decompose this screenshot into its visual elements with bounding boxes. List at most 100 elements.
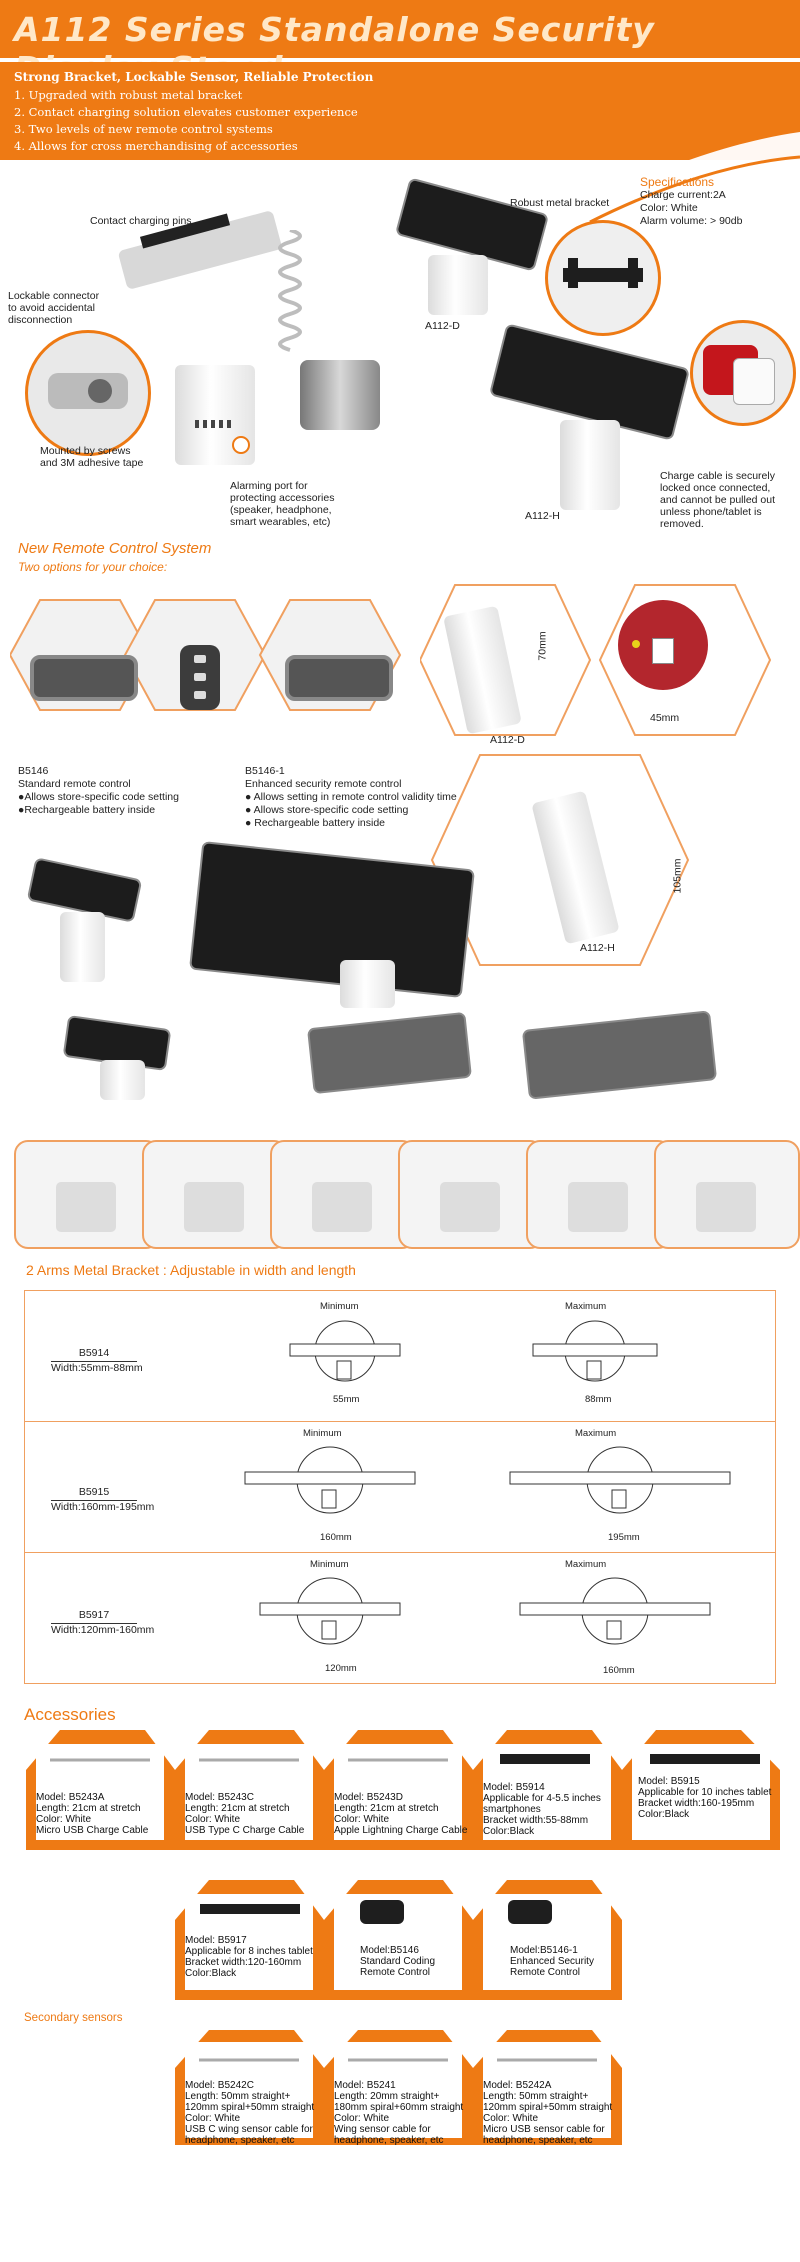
- acc-line: 120mm spiral+50mm straight: [185, 2102, 315, 2113]
- accessory-b5146: Model:B5146 Standard Coding Remote Contr…: [360, 1945, 435, 1978]
- callout-alarming-1: Alarming port for: [230, 480, 308, 492]
- b5146-1-bullet-1: ● Allows setting in remote control valid…: [245, 791, 457, 803]
- acc-line: Model: B5243A: [36, 1792, 105, 1803]
- feature-4: 4. Allows for cross merchandising of acc…: [14, 139, 298, 153]
- acc-line: 180mm spiral+60mm straight: [334, 2102, 464, 2113]
- remote-section-subtitle: Two options for your choice:: [18, 560, 168, 574]
- acc-line: Length: 21cm at stretch: [185, 1803, 290, 1814]
- min-dim: 120mm: [325, 1663, 357, 1674]
- acc-line: Standard Coding: [360, 1956, 436, 1967]
- acc-line: Bracket width:120-160mm: [185, 1957, 302, 1968]
- accessory-b5917: Model: B5917 Applicable for 8 inches tab…: [185, 1935, 313, 1979]
- photo-tablet-2: [306, 1011, 473, 1095]
- b5146-1-info: B5146-1 Enhanced security remote control…: [245, 765, 457, 830]
- acc-line: Color: White: [483, 2113, 539, 2124]
- acc-line: Color: White: [334, 1814, 390, 1825]
- callout-lockable-2: to avoid accidental: [8, 302, 95, 314]
- remote-b5146-image: [30, 655, 138, 701]
- acc-line: Length: 50mm straight+: [483, 2091, 589, 2102]
- acc-line: Length: 20mm straight+: [334, 2091, 440, 2102]
- a112-h-height: 105mm: [671, 858, 684, 894]
- acc-line: Model: B5914: [483, 1782, 545, 1793]
- step-box-4: [398, 1140, 544, 1249]
- acc-line: Model: B5243C: [185, 1792, 254, 1803]
- accessory-b5914: Model: B5914 Applicable for 4-5.5 inches…: [483, 1782, 601, 1837]
- acc-line: Model: B5242C: [185, 2080, 254, 2091]
- photo-tablet-1: [189, 841, 475, 998]
- specifications-panel: Specifications Charge current:2A Color: …: [640, 175, 742, 228]
- max-dim: 195mm: [608, 1532, 640, 1543]
- callout-alarming-3: (speaker, headphone,: [230, 504, 332, 516]
- b5146-bullet-1: ●Allows store-specific code setting: [18, 791, 179, 803]
- callout-alarming-2: protecting accessories: [230, 492, 335, 504]
- b5146-1-code: B5146-1: [245, 765, 285, 777]
- acc-line: Micro USB Charge Cable: [36, 1825, 149, 1836]
- callout-cable-1: Charge cable is securely: [660, 470, 775, 482]
- callout-cable-2: locked once connected,: [660, 482, 771, 494]
- remote-section-title: New Remote Control System: [18, 540, 212, 557]
- label-a112-h: A112-H: [525, 510, 560, 522]
- brackets-title: 2 Arms Metal Bracket : Adjustable in wid…: [26, 1262, 356, 1278]
- acc-line: Model: B5917: [185, 1935, 247, 1946]
- alarming-port-marker: [232, 436, 250, 454]
- acc-line: Enhanced Security: [510, 1956, 594, 1967]
- b5146-1-bullet-3: ● Rechargeable battery inside: [245, 817, 386, 829]
- bracket-width: Width:55mm-88mm: [51, 1362, 143, 1374]
- accessory-b5243d: Model: B5243D Length: 21cm at stretch Co…: [334, 1792, 467, 1836]
- max-label: Maximum: [565, 1301, 607, 1312]
- photo-stand-2: [340, 960, 395, 1008]
- acc-line: Model: B5915: [638, 1776, 700, 1787]
- acc-line: smartphones: [483, 1804, 541, 1815]
- accessory-b5243c: Model: B5243C Length: 21cm at stretch Co…: [185, 1792, 304, 1836]
- step-box-2: [142, 1140, 288, 1249]
- spec-color: Color: White: [640, 202, 698, 214]
- acc-line: headphone, speaker, etc: [483, 2135, 593, 2146]
- bracket-row-b5917: B5917 Width:120mm-160mm Minimum Maximum …: [25, 1553, 775, 1683]
- acc-line: Remote Control: [510, 1967, 581, 1978]
- step-box-3: [270, 1140, 416, 1249]
- callout-cable-5: removed.: [660, 518, 704, 530]
- acc-line: Applicable for 4-5.5 inches: [483, 1793, 601, 1804]
- intro-banner: Strong Bracket, Lockable Sensor, Reliabl…: [0, 62, 800, 222]
- spec-alarm-volume: Alarm volume: > 90db: [640, 215, 743, 227]
- step-box-1: [14, 1140, 160, 1249]
- b5146-code: B5146: [18, 765, 49, 777]
- callout-robust-bracket: Robust metal bracket: [510, 197, 610, 209]
- swoosh-decoration: [560, 132, 800, 222]
- a112-h-dim-label: A112-H: [580, 942, 615, 954]
- acc-line: USB Type C Charge Cable: [185, 1825, 305, 1836]
- speaker-accessory: [300, 360, 380, 430]
- acc-line: Length: 21cm at stretch: [334, 1803, 439, 1814]
- acc-line: Model: B5243D: [334, 1792, 403, 1803]
- remote-b5146-1-image: [285, 655, 393, 701]
- callout-alarming-4: smart wearables, etc): [230, 516, 331, 528]
- accessories-title: Accessories: [24, 1705, 116, 1724]
- min-label: Minimum: [303, 1428, 342, 1439]
- label-a112-d: A112-D: [425, 320, 460, 332]
- max-label: Maximum: [565, 1559, 607, 1570]
- cable-lock-zoom: [690, 320, 796, 426]
- acc-line: Model:B5146: [360, 1945, 419, 1956]
- acc-line: Color: White: [36, 1814, 92, 1825]
- specs-title: Specifications: [640, 175, 715, 189]
- callout-lockable-3: disconnection: [8, 314, 73, 326]
- acc-line: Bracket width:55-88mm: [483, 1815, 589, 1826]
- acc-line: Color: White: [185, 1814, 241, 1825]
- bracket-width: Width:160mm-195mm: [51, 1501, 155, 1513]
- acc-line: Color:Black: [185, 1968, 237, 1979]
- spec-charge-current: Charge current:2A: [640, 189, 726, 201]
- acc-line: Color: White: [185, 2113, 241, 2124]
- min-label: Minimum: [310, 1559, 349, 1570]
- acc-line: Length: 50mm straight+: [185, 2091, 291, 2102]
- secondary-sensors-title: Secondary sensors: [24, 2012, 123, 2024]
- feature-2: 2. Contact charging solution elevates cu…: [14, 105, 358, 119]
- b5146-bullet-2: ●Rechargeable battery inside: [18, 804, 156, 816]
- acc-line: Micro USB sensor cable for: [483, 2124, 605, 2135]
- accessory-b5241: Model: B5241 Length: 20mm straight+ 180m…: [334, 2080, 463, 2146]
- max-dim: 160mm: [603, 1665, 635, 1676]
- feature-3: 3. Two levels of new remote control syst…: [14, 122, 273, 136]
- intro-tagline: Strong Bracket, Lockable Sensor, Reliabl…: [14, 70, 374, 84]
- callout-mounted-1: Mounted by screws: [40, 445, 131, 457]
- acc-line: Color: White: [334, 2113, 390, 2124]
- lockable-connector-zoom: [25, 330, 151, 456]
